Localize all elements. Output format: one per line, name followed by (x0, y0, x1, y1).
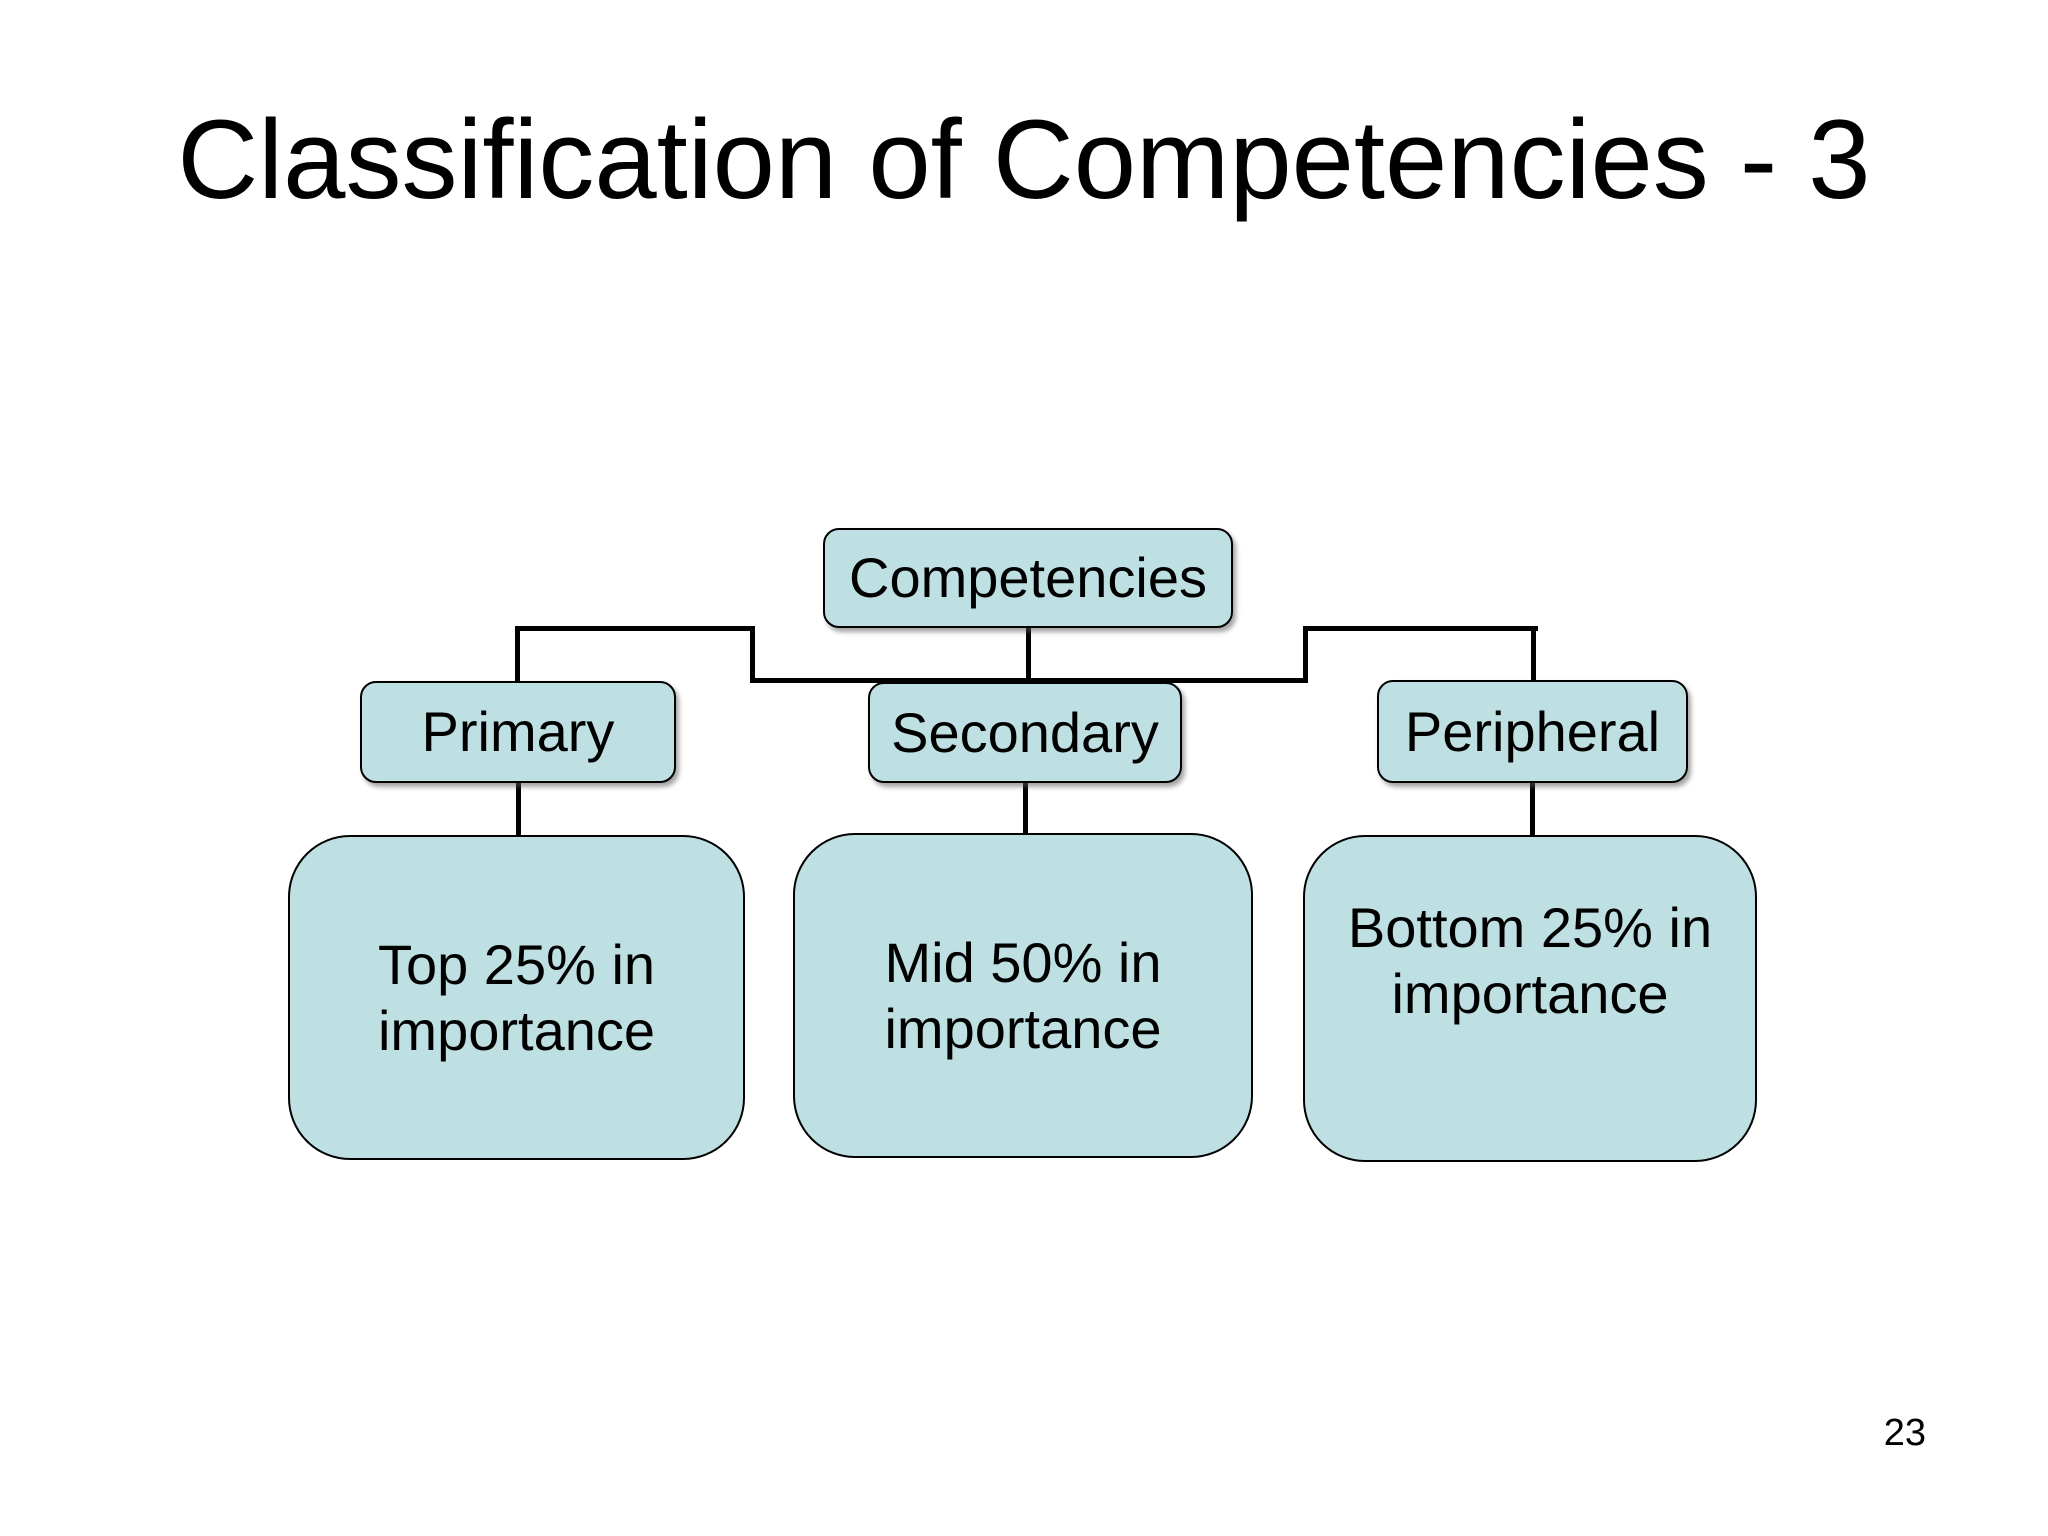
connector-primary-description (516, 780, 521, 838)
node-peripheral: Peripheral (1377, 680, 1688, 783)
node-competencies: Competencies (823, 528, 1233, 628)
node-secondary: Secondary (868, 682, 1182, 783)
connector-primary-vertical (515, 626, 520, 684)
connector-right-step-vertical (1303, 626, 1308, 683)
description-secondary: Mid 50% in importance (793, 833, 1253, 1158)
connector-peripheral-description (1530, 780, 1535, 838)
page-number: 23 (1883, 1412, 1926, 1454)
description-primary: Top 25% in importance (288, 835, 745, 1160)
connector-root-vertical (1026, 628, 1031, 682)
node-primary: Primary (360, 681, 676, 783)
connector-left-step-vertical (750, 626, 755, 683)
connector-peripheral-vertical (1531, 626, 1536, 684)
description-peripheral: Bottom 25% in importance (1303, 835, 1757, 1162)
slide-title: Classification of Competencies - 3 (177, 97, 1871, 222)
connector-right-horizontal (1303, 626, 1538, 631)
connector-left-horizontal (515, 626, 755, 631)
connector-middle-horizontal (750, 678, 1308, 683)
connector-secondary-description (1023, 780, 1028, 836)
